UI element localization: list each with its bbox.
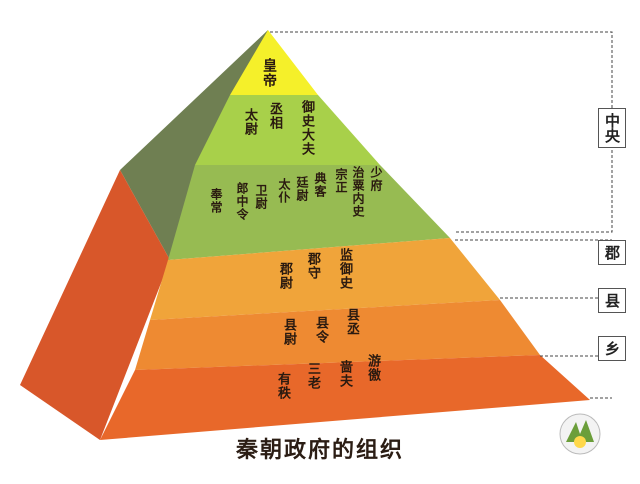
title-tingwei: 廷尉 xyxy=(295,176,309,202)
level-jun: 郡 xyxy=(598,240,626,265)
title-chengxiang: 丞相 xyxy=(267,102,282,130)
title-xianwei: 县尉 xyxy=(281,318,296,346)
title-jianyushi: 监御史 xyxy=(337,248,352,290)
title-youjiao: 游徼 xyxy=(365,354,380,382)
level-xian: 县 xyxy=(598,288,626,313)
title-zhisuneishi: 治粟内史 xyxy=(351,166,365,218)
title-xiancheng: 县丞 xyxy=(344,308,359,336)
tier-xiang-shape xyxy=(100,355,590,440)
title-sanlao: 三老 xyxy=(305,362,320,390)
title-yushidafu: 御史大夫 xyxy=(299,100,314,156)
title-taiwei: 太尉 xyxy=(242,108,257,136)
title-dianke: 典客 xyxy=(313,172,327,198)
pyramid-left-face-upper xyxy=(120,30,268,260)
title-sefu: 啬夫 xyxy=(337,360,352,388)
title-youzhi: 有秩 xyxy=(275,372,290,400)
tier-xian-shape xyxy=(135,300,540,370)
tier-ministers-shape xyxy=(195,95,380,165)
title-xianling: 县令 xyxy=(313,316,328,344)
title-fengchang: 奉常 xyxy=(209,188,223,214)
title-taipu: 太仆 xyxy=(277,178,291,204)
title-weiwei: 卫尉 xyxy=(254,184,268,210)
title-junshou: 郡守 xyxy=(305,252,320,280)
logo-icon xyxy=(559,413,601,455)
tier-emperor-shape xyxy=(230,30,318,95)
title-langzhongling: 郎中令 xyxy=(235,182,249,221)
level-xiang: 乡 xyxy=(598,336,626,361)
tier-jun-shape xyxy=(150,238,500,320)
pyramid-left-face-lower xyxy=(20,170,170,440)
level-central: 中央 xyxy=(598,108,626,148)
title-emperor: 皇帝 xyxy=(261,58,277,88)
diagram-caption: 秦朝政府的组织 xyxy=(235,438,404,463)
title-junwei: 郡尉 xyxy=(277,262,292,290)
title-shaofu: 少府 xyxy=(369,166,383,192)
title-zongzheng: 宗正 xyxy=(334,168,348,194)
tier-nine-shape xyxy=(168,165,450,260)
